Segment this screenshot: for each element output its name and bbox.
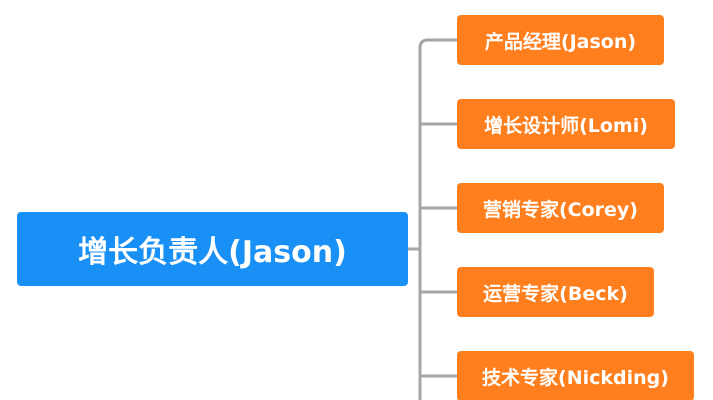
connector-spine [418,38,457,400]
child-node-product-manager[interactable]: 产品经理(Jason) [457,15,664,65]
child-node-operations-expert[interactable]: 运营专家(Beck) [457,267,654,317]
child-node-growth-designer[interactable]: 增长设计师(Lomi) [457,99,675,149]
child-node-marketing-expert[interactable]: 营销专家(Corey) [457,183,664,233]
root-node[interactable]: 增长负责人(Jason) [17,212,408,286]
child-node-tech-expert[interactable]: 技术专家(Nickding) [457,351,694,400]
